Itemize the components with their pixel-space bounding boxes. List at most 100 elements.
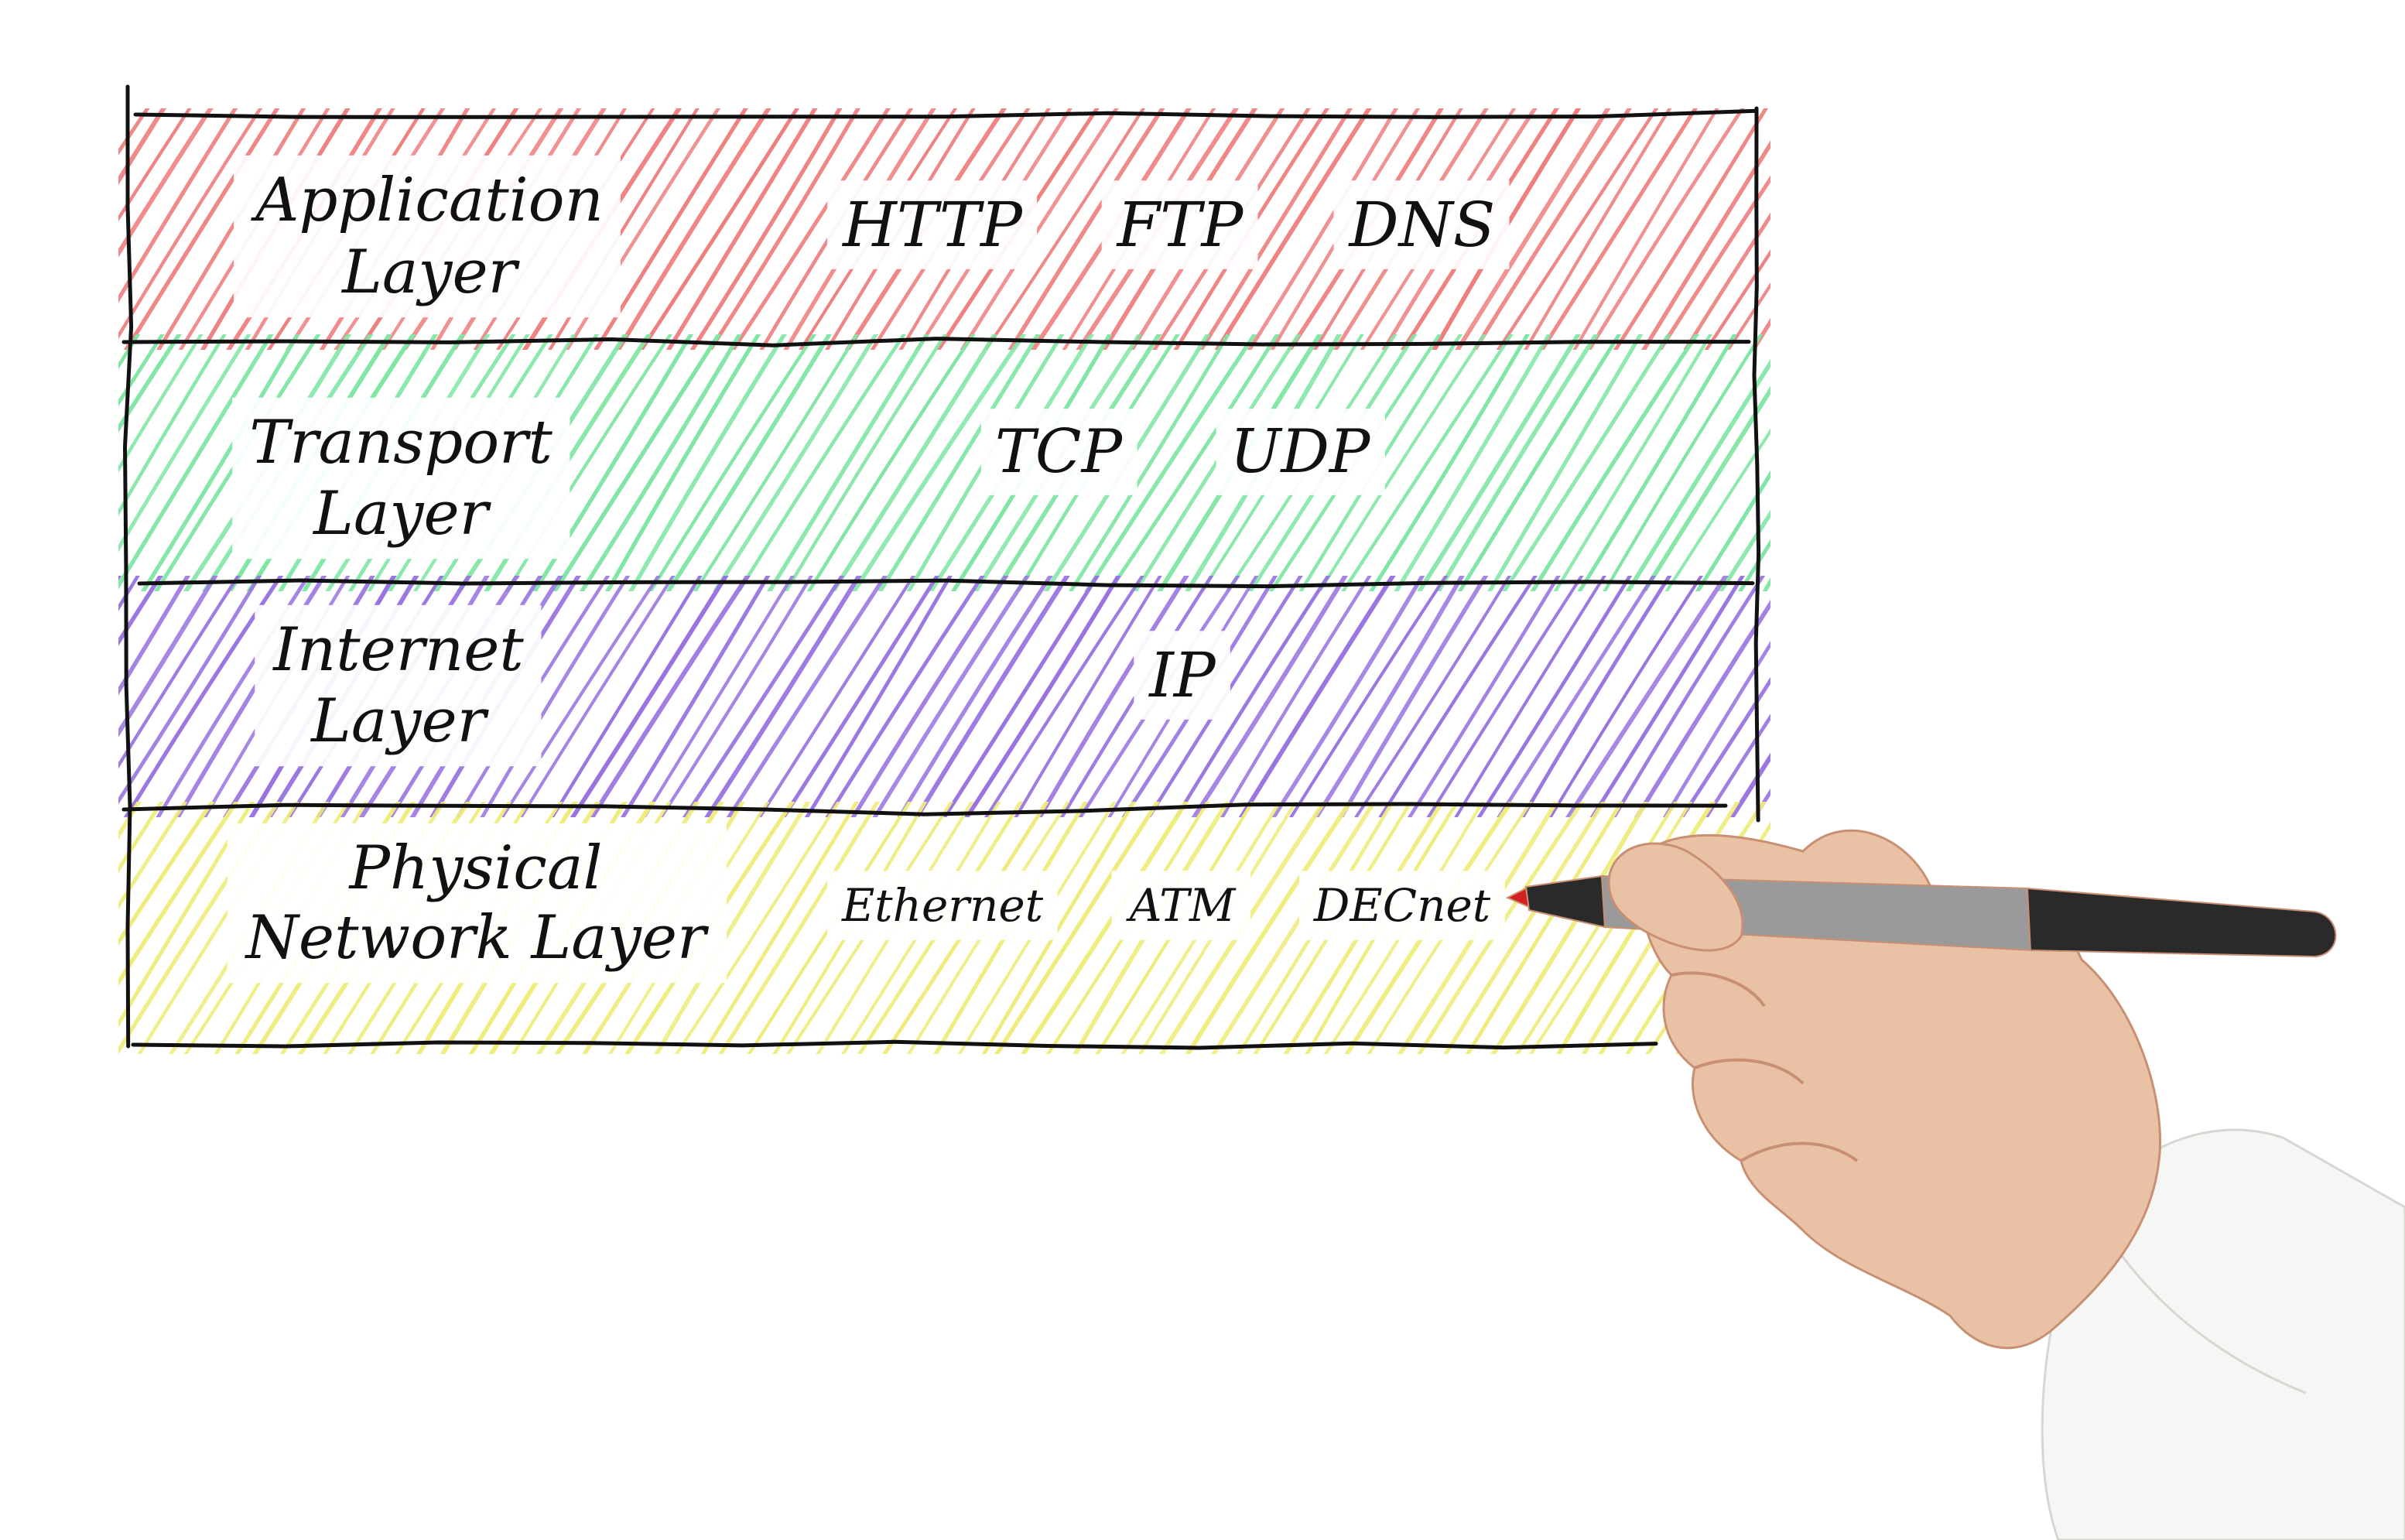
internet-hatch-stroke xyxy=(704,576,862,817)
protocol-decnet-label: DECnet xyxy=(1313,879,1491,932)
protocol-ftp: FTP xyxy=(1101,180,1258,269)
transport-hatch-stroke xyxy=(552,334,722,591)
physical-hatch-stroke xyxy=(700,802,860,1054)
transport-hatch-stroke xyxy=(693,334,860,591)
application-hatch-stroke xyxy=(1214,108,1372,350)
internet-hatch-stroke xyxy=(500,576,661,817)
application-hatch-stroke xyxy=(960,108,1119,350)
internet-layer-name-line-1: Internet xyxy=(272,615,524,685)
transport-hatch-stroke xyxy=(118,334,227,517)
transport-hatch-stroke xyxy=(1553,334,1713,591)
transport-hatch-stroke xyxy=(118,334,204,473)
application-hatch-stroke xyxy=(665,108,818,350)
protocol-tcp-label: TCP xyxy=(995,417,1124,487)
application-hatch-stroke xyxy=(1587,108,1745,350)
knuckle-crease-1 xyxy=(1740,1141,1859,1162)
internet-hatch-stroke xyxy=(1378,576,1538,817)
internet-hatch-stroke xyxy=(726,576,888,817)
transport-hatch-stroke xyxy=(1577,334,1737,591)
application-hatch-stroke xyxy=(1726,282,1770,350)
transport-hatch-stroke xyxy=(1603,334,1764,591)
protocol-udp-label: UDP xyxy=(1230,417,1371,487)
internet-hatch-stroke xyxy=(1238,576,1396,817)
internet-hatch-stroke xyxy=(914,576,1070,817)
physical-hatch-stroke xyxy=(1211,802,1377,1054)
hand-with-marker xyxy=(1505,829,2405,1540)
outline-left-edge xyxy=(123,84,134,1049)
transport-hatch-stroke xyxy=(605,334,761,591)
transport-hatch-stroke xyxy=(1084,334,1257,591)
internet-hatch-stroke xyxy=(984,576,1144,817)
transport-hatch-stroke xyxy=(1664,428,1770,591)
physical-hatching xyxy=(118,802,1770,1054)
physical-hatch-stroke xyxy=(1515,802,1678,1054)
transport-hatch-stroke xyxy=(118,334,165,407)
internet-hatch-stroke xyxy=(1338,576,1489,817)
physical-hatch-stroke xyxy=(118,802,188,910)
transport-hatch-stroke xyxy=(1435,334,1599,591)
protocol-dns-label: DNS xyxy=(1348,189,1496,261)
application-hatch-stroke xyxy=(615,108,771,350)
layer-transport: Transport Layer TCP UDP xyxy=(118,334,1770,591)
physical-hatch-stroke xyxy=(994,802,1161,1054)
internet-hatch-stroke xyxy=(570,576,729,817)
application-hatch-stroke xyxy=(1472,108,1633,350)
protocol-dns: DNS xyxy=(1333,180,1510,269)
internet-hatch-stroke xyxy=(1679,676,1770,817)
transport-hatch-stroke xyxy=(878,334,1041,591)
protocol-ip: IP xyxy=(1134,631,1230,720)
internet-hatch-stroke xyxy=(1014,576,1162,817)
internet-hatch-stroke xyxy=(118,576,262,805)
internet-hatch-stroke xyxy=(1729,752,1770,817)
outline-right-edge xyxy=(1752,106,1761,823)
transport-hatch-stroke xyxy=(712,334,879,591)
internet-hatch-stroke xyxy=(1634,599,1770,817)
internet-hatch-stroke xyxy=(964,576,1121,817)
transport-hatch-stroke xyxy=(1530,334,1699,591)
internet-hatch-stroke xyxy=(1220,576,1372,817)
physical-hatch-stroke xyxy=(1443,802,1606,1054)
transport-hatch-stroke xyxy=(1317,334,1486,591)
transport-hatch-stroke xyxy=(140,334,300,591)
transport-hatch-stroke xyxy=(118,334,182,433)
internet-hatch-stroke xyxy=(118,576,163,646)
application-hatch-stroke xyxy=(118,108,214,258)
protocol-atm: ATM xyxy=(1111,871,1251,940)
transport-hatch-stroke xyxy=(1502,334,1671,591)
transport-hatch-stroke xyxy=(736,334,907,591)
physical-hatch-stroke xyxy=(1020,802,1189,1054)
internet-hatch-stroke xyxy=(175,576,327,817)
protocol-udp: UDP xyxy=(1216,409,1385,495)
physical-layer-name-line-1: Physical xyxy=(348,833,603,903)
internet-hatch-stroke xyxy=(1663,641,1770,817)
transport-hatch-stroke xyxy=(1625,358,1770,591)
protocol-tcp: TCP xyxy=(980,409,1138,495)
internet-hatch-stroke xyxy=(1476,576,1633,817)
physical-layer-name: Physical Network Layer xyxy=(227,823,727,984)
transport-hatch-stroke xyxy=(505,334,673,591)
application-hatch-stroke xyxy=(565,108,721,350)
internet-hatch-stroke xyxy=(872,576,1031,817)
physical-hatch-stroke xyxy=(674,802,841,1054)
application-hatch-stroke xyxy=(594,108,748,350)
internet-hatch-stroke xyxy=(1407,576,1561,817)
transport-hatch-stroke xyxy=(665,334,833,591)
internet-hatch-stroke xyxy=(825,576,985,817)
application-hatch-stroke xyxy=(1539,108,1699,350)
layer-physical: Physical Network Layer Ethernet ATM DECn… xyxy=(118,802,1770,1054)
application-hatch-stroke xyxy=(708,108,860,350)
internet-hatch-stroke xyxy=(942,576,1100,817)
outline-top-line xyxy=(133,108,1759,119)
transport-hatch-stroke xyxy=(1487,334,1644,591)
application-hatch-stroke xyxy=(639,108,800,350)
application-hatch-stroke xyxy=(1008,108,1165,350)
transport-layer-name: Transport Layer xyxy=(232,397,570,560)
layer-application: Application Layer HTTP FTP DNS xyxy=(118,108,1770,350)
internet-hatch-stroke xyxy=(1271,576,1425,817)
outline-divider-2 xyxy=(137,578,1755,589)
application-hatch-stroke xyxy=(730,108,891,350)
application-hatch-stroke xyxy=(118,108,167,186)
protocol-http-label: HTTP xyxy=(841,189,1023,261)
internet-hatch-stroke xyxy=(589,576,751,817)
